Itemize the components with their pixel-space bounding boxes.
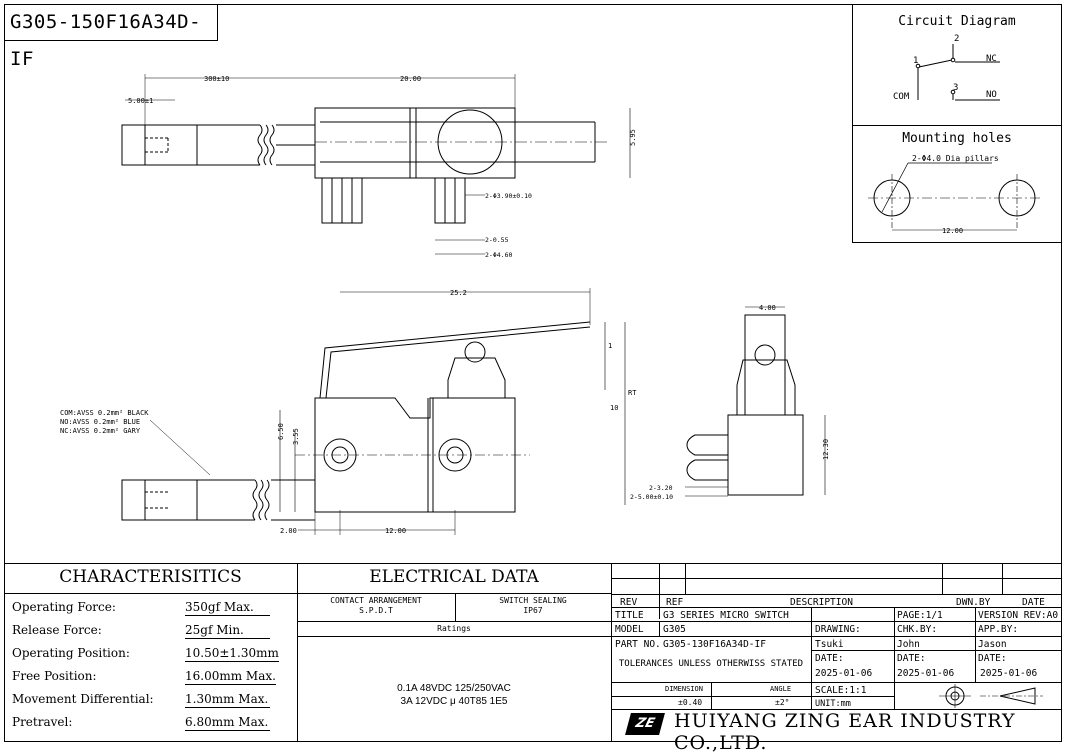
tb-date: DATE (1022, 597, 1045, 608)
switch-sealing-label: SWITCH SEALING (499, 596, 567, 605)
bottom-divider (4, 563, 1062, 564)
tb-date-value-3: 2025-01-06 (980, 668, 1038, 679)
tb-date-value-1: 2025-01-06 (815, 668, 873, 679)
tb-rev: REV (620, 597, 638, 608)
dim-1200: 12.00 (385, 527, 406, 535)
char-label-4: Movement Differential: (12, 692, 154, 706)
tb-tolerances: TOLERANCES UNLESS OTHERWISS STATED (618, 659, 804, 669)
tb-model-label: MODEL (615, 624, 644, 635)
wire-com: COM:AVSS 0.2mm² BLACK (60, 409, 149, 417)
tb-title-label: TITLE (615, 610, 644, 621)
dim-1: 1 (608, 342, 612, 350)
tb-ref: REF (666, 597, 684, 608)
circuit-diagram-svg: 2 1 3 NC NO COM (893, 34, 1000, 102)
tb-angle-label: ANGLE (770, 685, 792, 693)
characteristics-title: CHARACTERISITICS (59, 567, 242, 587)
mounting-holes-box (852, 125, 1062, 243)
tb-dimension-label: DIMENSION (665, 685, 703, 693)
contact-arrangement-label: CONTACT ARRANGEMENT (330, 596, 422, 605)
mounting-pillars-label: 2-Φ4.0 Dia pillars (912, 154, 999, 163)
circuit-no-label: NO (986, 90, 997, 100)
tb-page: PAGE:1/1 (897, 610, 943, 621)
circuit-com-label: COM (893, 92, 910, 102)
dim-595: 5.95 (629, 129, 637, 146)
contact-arrangement-value: S.P.D.T (359, 606, 393, 615)
char-label-2: Operating Position: (12, 646, 130, 660)
dim-320: 2-3.20 (649, 484, 673, 492)
circuit-pin-1: 1 (913, 56, 918, 66)
tb-part-label: PART NO. (615, 639, 661, 650)
drawing-frame (4, 4, 1062, 742)
circuit-diagram-title: Circuit Diagram (898, 14, 1016, 29)
rating-1: 0.1A 48VDC 125/250VAC (397, 683, 511, 694)
tb-dwn-by: DWN.BY (956, 597, 991, 608)
dim-hole: 2-Φ3.90±0.10 (485, 192, 532, 200)
top-view-drawing: 300±10 20.00 5.00±1 5.95 2-Φ3.90±0.10 2-… (121, 74, 637, 259)
dim-500: 2-5.00±0.10 (630, 493, 673, 501)
dim-300: 300±10 (204, 75, 229, 83)
char-value-0: 350gf Max. (185, 600, 270, 616)
mounting-holes-svg: 2-Φ4.0 Dia pillars 12.00 (868, 154, 1042, 235)
dim-055: 2-0.55 (485, 236, 509, 244)
tb-model-value: G305 (663, 624, 686, 635)
dim-460: 2-Φ4.60 (485, 251, 512, 259)
tb-version: VERSION REV:A0 (978, 610, 1059, 621)
tb-date-label-2: DATE: (897, 653, 926, 664)
char-label-3: Free Position: (12, 669, 97, 683)
dim-10: 10 (610, 404, 618, 412)
tb-approver: Jason (978, 639, 1007, 650)
char-label-5: Pretravel: (12, 715, 73, 729)
circuit-diagram-box (852, 4, 1062, 126)
rating-2: 3A 12VDC μ 40T85 1E5 (400, 696, 508, 707)
tb-date-label-1: DATE: (815, 653, 844, 664)
mounting-holes-title: Mounting holes (902, 131, 1012, 146)
company-logo: ZE (625, 713, 665, 735)
circuit-pin-3: 3 (953, 83, 958, 93)
end-view-drawing: 4.00 12.30 2-3.20 2-5.00±0.10 (630, 304, 830, 501)
dim-650: 6.50 (277, 423, 285, 440)
tb-tol-angle: ±2° (775, 698, 790, 707)
char-label-0: Operating Force: (12, 600, 116, 614)
tb-description: DESCRIPTION (790, 597, 853, 608)
wire-no: NO:AVSS 0.2mm² BLUE (60, 418, 140, 426)
dim-5: 5.00±1 (128, 97, 153, 105)
circuit-pin-2: 2 (954, 34, 959, 44)
ratings-label: Ratings (437, 624, 471, 633)
tb-part-value: G305-130F16A34D-IF (663, 639, 766, 650)
side-view-drawing: 25.2 1 10 RT 6.50 3.55 COM:AVSS 0.2mm² B… (60, 288, 637, 535)
tb-date-value-2: 2025-01-06 (897, 668, 955, 679)
dim-20: 20.00 (400, 75, 421, 83)
tb-title-value: G3 SERIES MICRO SWITCH (663, 610, 789, 621)
dim-200: 2.00 (280, 527, 297, 535)
tb-scale: SCALE:1:1 (815, 685, 867, 696)
dim-252: 25.2 (450, 289, 467, 297)
tb-date-label-3: DATE: (978, 653, 1007, 664)
char-value-3: 16.00mm Max. (185, 669, 276, 685)
tb-app-label: APP.BY: (978, 624, 1019, 635)
mounting-spacing-label: 12.00 (942, 227, 963, 235)
switch-sealing-value: IP67 (523, 606, 543, 615)
part-number-title: G305-150F16A34D-IF (4, 4, 218, 70)
char-value-1: 25gf Min. (185, 623, 270, 639)
company-name: HUIYANG ZING EAR INDUSTRY CO.,LTD. (674, 710, 1016, 754)
tb-checker: John (897, 639, 920, 650)
char-label-1: Release Force: (12, 623, 102, 637)
dim-400: 4.00 (759, 304, 776, 312)
dim-355: 3.55 (292, 428, 300, 445)
tb-drawing-label: DRAWING: (815, 624, 861, 635)
char-value-5: 6.80mm Max. (185, 715, 270, 731)
dim-rt: RT (628, 389, 637, 397)
projection-symbol-icon (939, 684, 1043, 708)
circuit-nc-label: NC (986, 54, 997, 64)
char-value-2: 10.50±1.30mm (185, 646, 279, 662)
tb-drawer: Tsuki (815, 639, 844, 650)
char-value-4: 1.30mm Max. (185, 692, 270, 708)
tb-tol-dim: ±0.40 (678, 698, 703, 707)
tb-unit: UNIT:mm (815, 699, 851, 709)
electrical-title: ELECTRICAL DATA (369, 567, 539, 587)
wire-nc: NC:AVSS 0.2mm² GARY (60, 427, 141, 435)
tb-chk-label: CHK.BY: (897, 624, 938, 635)
dim-1230: 12.30 (822, 439, 830, 460)
